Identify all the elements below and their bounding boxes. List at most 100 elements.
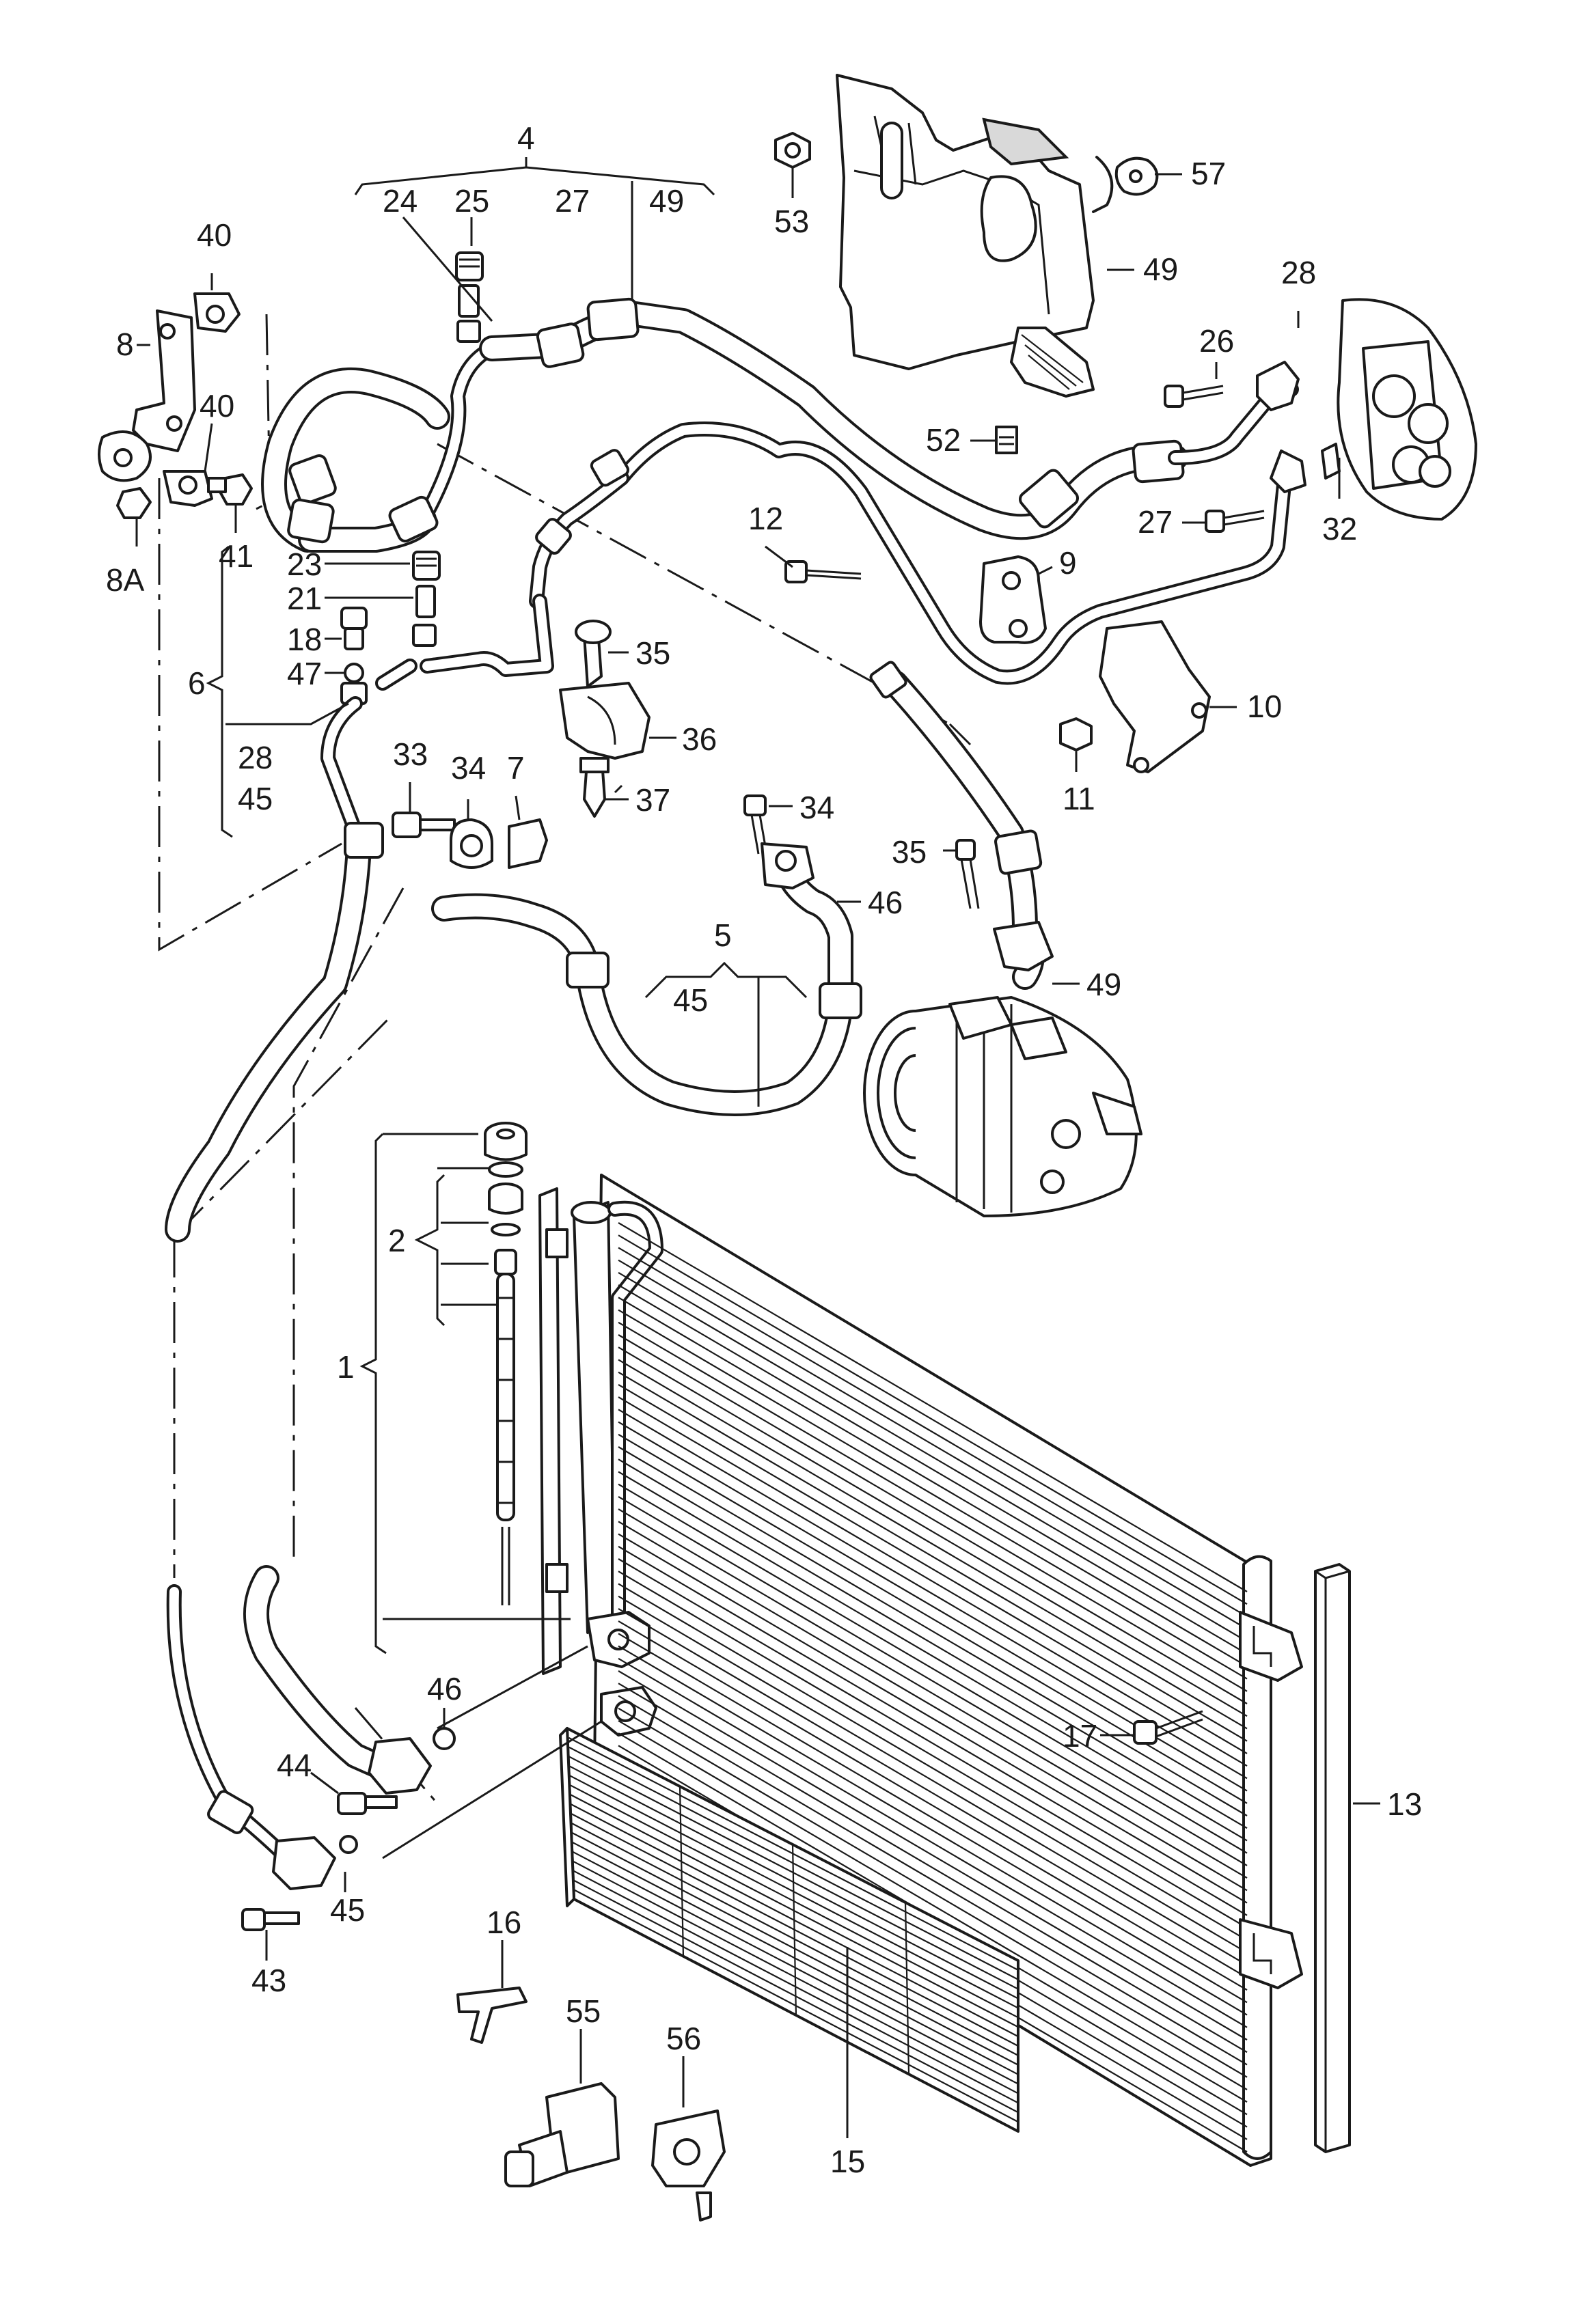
callout-16: 16 <box>487 1905 521 1940</box>
condenser-fin-line <box>618 1645 1248 2016</box>
callout-52: 49 <box>1143 251 1178 287</box>
condenser-fin-line <box>618 1657 1248 2028</box>
callout-15: 15 <box>830 2144 865 2179</box>
bolts <box>743 385 1265 909</box>
seal-strip-13 <box>1314 1563 1351 2153</box>
condenser-fin-line <box>618 1222 1248 1592</box>
condenser-fin-line <box>618 1633 1248 2004</box>
condenser-fin-line <box>618 1719 1248 2090</box>
condenser-fin-line <box>618 1247 1248 1618</box>
callout-26: 27 <box>1138 504 1173 540</box>
nut-54 <box>774 132 811 169</box>
callout-53: 52 <box>926 422 961 458</box>
evaporator-housing <box>1321 298 1477 521</box>
callout-28-left: 28 <box>238 740 273 775</box>
condenser-fin-line <box>618 1321 1248 1692</box>
callout-1: 1 <box>337 1349 355 1385</box>
callout-23: 24 <box>383 183 417 219</box>
condenser-fin-line <box>618 1359 1248 1730</box>
pressure-pipe-9 <box>529 421 1306 685</box>
callout-18: 18 <box>287 622 322 657</box>
callout-8a: 8A <box>106 562 145 598</box>
callout-38: 37 <box>635 782 670 818</box>
condenser-fin-line <box>618 1458 1248 1829</box>
callout-28-right: 32 <box>1322 511 1357 547</box>
condenser-fin-line <box>618 1297 1248 1668</box>
callout-25: 26 <box>1199 323 1234 359</box>
callout-10: 10 <box>1247 689 1282 724</box>
condenser-fin-line <box>618 1334 1248 1704</box>
condenser-fin-line <box>618 1446 1248 1816</box>
condenser-fin-line <box>618 1259 1248 1630</box>
callout-12: 12 <box>748 501 783 536</box>
discharge-hose <box>869 661 1054 990</box>
condenser-fin-line <box>618 1533 1248 1904</box>
assembly-lines <box>158 314 972 1804</box>
callout-49-lower: 49 <box>1086 967 1121 1002</box>
leader-lines <box>135 157 1380 2138</box>
pressure-switch-55 <box>504 2082 620 2187</box>
bracket-10 <box>1059 620 1211 773</box>
condenser-fin-line <box>618 1521 1248 1892</box>
condenser-fin-line <box>618 1607 1248 1978</box>
compressor <box>863 996 1142 1217</box>
callout-34-text: 34 <box>799 790 834 825</box>
condenser-fin-line <box>618 1620 1248 1991</box>
grille-divider <box>904 1902 910 2073</box>
condenser-fin-line <box>618 1284 1248 1655</box>
callout-2: 2 <box>388 1223 406 1258</box>
clip-56 <box>651 2109 726 2222</box>
condenser-fin-line <box>618 1583 1248 1954</box>
condenser-fin-line <box>618 1383 1248 1754</box>
condenser-fin-line <box>618 1558 1248 1928</box>
callout-41: 41 <box>219 538 254 574</box>
callout-27: 27 <box>555 183 590 219</box>
callout-33: 34 <box>451 750 486 786</box>
clip-33-bracket-7 <box>392 812 548 869</box>
callout-57: 57 <box>1191 156 1226 191</box>
callout-4: 4 <box>517 120 535 156</box>
air-guide-grille <box>568 1737 1019 2123</box>
callout-24: 25 <box>454 183 489 219</box>
condenser-fin-line <box>618 1683 1248 2053</box>
callout-36: 35 <box>635 635 670 671</box>
condenser-fin-line <box>618 1545 1248 1916</box>
callout-43: 43 <box>251 1963 286 1998</box>
suction-hose-assembly <box>261 297 1300 553</box>
condenser-brackets <box>1239 1611 1303 1989</box>
condenser-fin-line <box>618 1371 1248 1742</box>
condenser-fin-line <box>618 1571 1248 1941</box>
condenser-fins <box>618 1222 1248 2153</box>
callout-9: 9 <box>1059 545 1077 581</box>
condenser-fin-line <box>618 1234 1248 1605</box>
drier-cartridge <box>484 1122 528 1605</box>
condenser-fin-line <box>618 1409 1248 1780</box>
condenser-fin-line <box>618 1483 1248 1854</box>
condenser-collector-tube <box>538 1187 663 1737</box>
condenser-fin-line <box>618 1346 1248 1717</box>
condenser-fin-line <box>618 1271 1248 1642</box>
callout-56: 56 <box>666 2021 701 2056</box>
callout-6: 6 <box>188 665 206 701</box>
callout-11: 11 <box>1063 781 1095 816</box>
callout-5: 5 <box>714 917 732 953</box>
callout-46-mid: 46 <box>868 885 903 920</box>
callout-8: 8 <box>116 327 134 362</box>
callout-17: 17 <box>1063 1718 1097 1754</box>
air-guide-15 <box>559 1727 1019 2133</box>
bracket-36-37-38 <box>559 620 651 818</box>
callout-46-group5: 45 <box>673 982 708 1018</box>
condenser-fin-line <box>618 1670 1248 2041</box>
callout-47: 47 <box>287 656 322 691</box>
callout-40-mid: 40 <box>200 388 234 424</box>
lower-left-hoses <box>165 822 602 1931</box>
bolt-17 <box>1133 1710 1203 1745</box>
clip-16 <box>456 1987 528 2044</box>
callout-44: 44 <box>277 1747 312 1783</box>
condenser-fin-line <box>618 1396 1248 1767</box>
condenser-fin-line <box>618 1495 1248 1866</box>
callout-55: 55 <box>566 1993 601 2029</box>
clip-57 <box>1114 156 1159 196</box>
callout-37: 36 <box>682 721 717 757</box>
